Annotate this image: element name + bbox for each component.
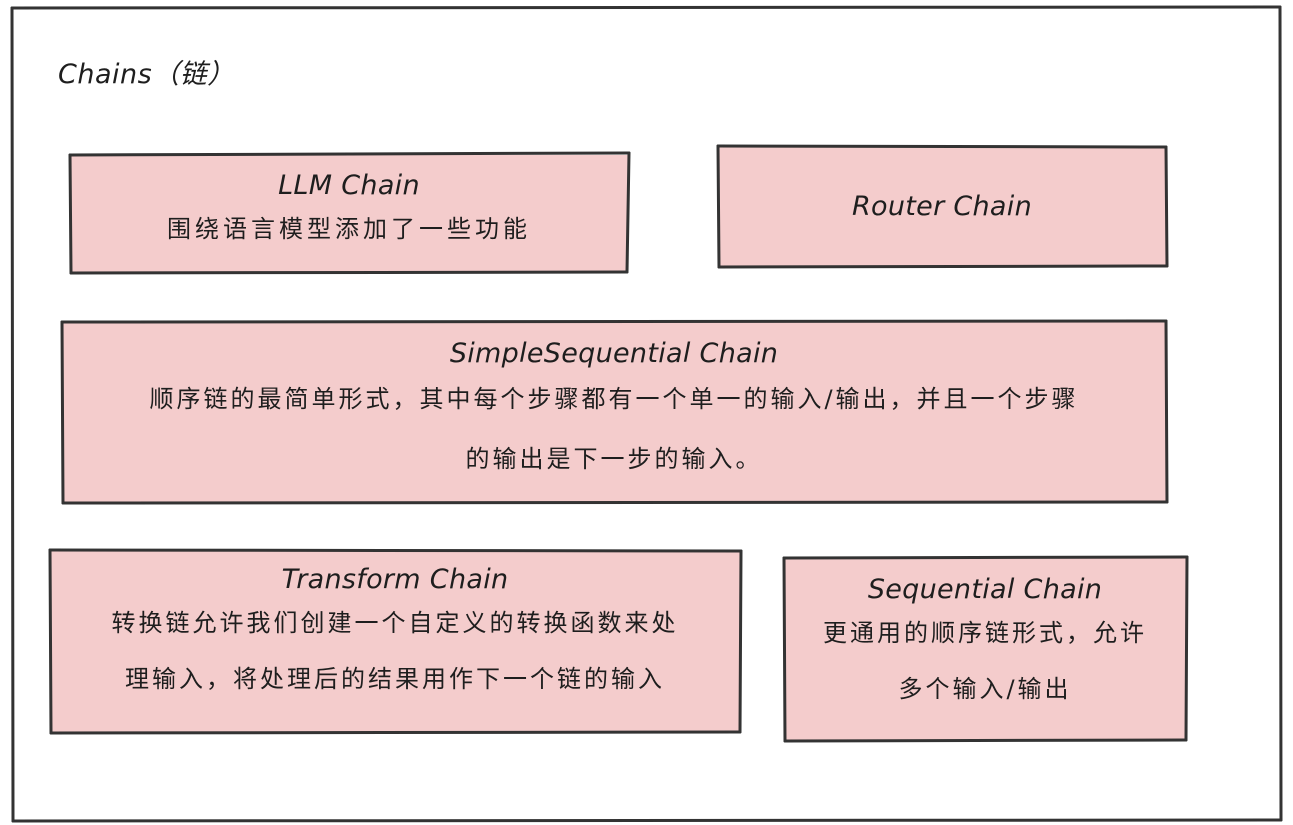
transform-chain-title: Transform Chain — [281, 564, 509, 595]
router-chain-box: Router Chain — [718, 146, 1166, 266]
box-simple-shape — [60, 319, 1169, 505]
llm-chain-box: LLM Chain 围绕语言模型添加了一些功能 — [70, 154, 628, 272]
sequential-chain-box: Sequential Chain 更通用的顺序链形式，允许 多个输入/输出 — [784, 558, 1186, 740]
diagram-title: Chains（链） — [58, 59, 235, 90]
llm-chain-title: LLM Chain — [278, 169, 420, 201]
router-chain-title: Router Chain — [852, 190, 1032, 222]
sequential-chain-title: Sequential Chain — [867, 574, 1103, 605]
simple-sequential-chain-box: SimpleSequential Chain 顺序链的最简单形式，其中每个步骤都… — [62, 322, 1166, 502]
box-transform-shape — [48, 548, 743, 735]
box-router-shape — [716, 144, 1169, 269]
transform-chain-box: Transform Chain 转换链允许我们创建一个自定义的转换函数来处 理输… — [50, 550, 740, 732]
transform-chain-description: 转换链允许我们创建一个自定义的转换函数来处 理输入，将处理后的结果用作下一个链的… — [111, 609, 679, 693]
box-sequential-shape — [782, 555, 1189, 743]
outer-frame — [10, 5, 1283, 823]
llm-chain-description: 围绕语言模型添加了一些功能 — [167, 214, 531, 243]
simple-sequential-chain-title: SimpleSequential Chain — [449, 338, 779, 369]
box-llm-shape — [68, 151, 631, 275]
sequential-chain-description: 更通用的顺序链形式，允许 多个输入/输出 — [823, 619, 1147, 703]
simple-sequential-chain-description: 顺序链的最简单形式，其中每个步骤都有一个单一的输入/输出，并且一个步骤 的输出是… — [149, 385, 1079, 473]
